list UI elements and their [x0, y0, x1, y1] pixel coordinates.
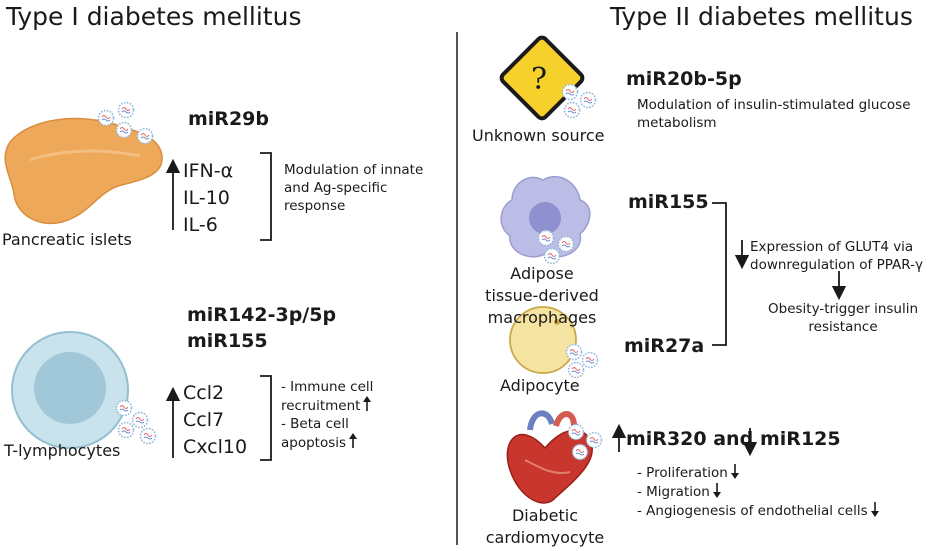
- down-arrow-icon: [870, 502, 879, 517]
- source-label: Adipose tissue-derived macrophages: [485, 264, 599, 327]
- question-mark-icon: ?: [531, 62, 548, 97]
- up-arrow-icon: [349, 433, 358, 448]
- cytokine-list: Ccl2 Ccl7 Cxcl10: [183, 380, 247, 461]
- mirna-label: miR27a: [624, 335, 705, 357]
- bracket: [712, 202, 727, 346]
- cytokine: IL-10: [183, 187, 230, 209]
- cytokine: Ccl7: [183, 409, 225, 431]
- result-text: Obesity-trigger insulin resistance: [768, 301, 919, 335]
- mirna-label: miR125: [760, 428, 841, 450]
- source-label: Adipocyte: [500, 376, 580, 395]
- source-label: Diabetic cardiomyocyte: [485, 506, 605, 547]
- cytokine-list: IFN-α IL-10 IL-6: [183, 158, 233, 239]
- bracket: [260, 152, 272, 241]
- cytokine: IFN-α: [183, 160, 234, 182]
- effect-text: Expression of GLUT4 via downregulation o…: [750, 239, 923, 273]
- mirna-label: miR20b-5p: [626, 68, 742, 90]
- down-arrow-icon: [730, 464, 739, 479]
- mirna-label: miR320 and: [626, 428, 754, 450]
- cytokine: Ccl2: [183, 382, 225, 404]
- vesicle-cluster-icon: [115, 399, 157, 445]
- mirna-label: miR142-3p/5p miR155: [187, 304, 337, 352]
- up-arrow-icon: [363, 396, 372, 411]
- source-label: Unknown source: [472, 126, 605, 145]
- t-lymphocyte-icon: [11, 331, 129, 449]
- cytokine: Cxcl10: [183, 436, 248, 458]
- effect-text: Modulation of insulin-stimulated glucose…: [637, 97, 911, 131]
- bracket: [260, 375, 272, 461]
- cytokine: IL-6: [183, 214, 218, 236]
- mirna-label: miR155: [628, 191, 709, 213]
- source-label: T-lymphocytes: [4, 441, 121, 460]
- adipocyte-icon: [509, 306, 577, 374]
- warning-sign-icon: [499, 35, 585, 121]
- vesicle-cluster-icon: [561, 83, 597, 119]
- effect-text: - Proliferation - Migration - Angiogenes…: [637, 463, 880, 520]
- type2-title: Type II diabetes mellitus: [610, 2, 913, 31]
- source-label: Pancreatic islets: [2, 230, 132, 249]
- vesicle-cluster-icon: [565, 343, 599, 379]
- down-arrow-icon: [712, 483, 721, 498]
- effect-text: Modulation of innate and Ag-specific res…: [284, 162, 424, 214]
- mirna-label: miR29b: [188, 108, 269, 130]
- type1-title: Type I diabetes mellitus: [6, 2, 302, 31]
- effect-text: - Immune cell recruitment - Beta cell ap…: [281, 379, 374, 451]
